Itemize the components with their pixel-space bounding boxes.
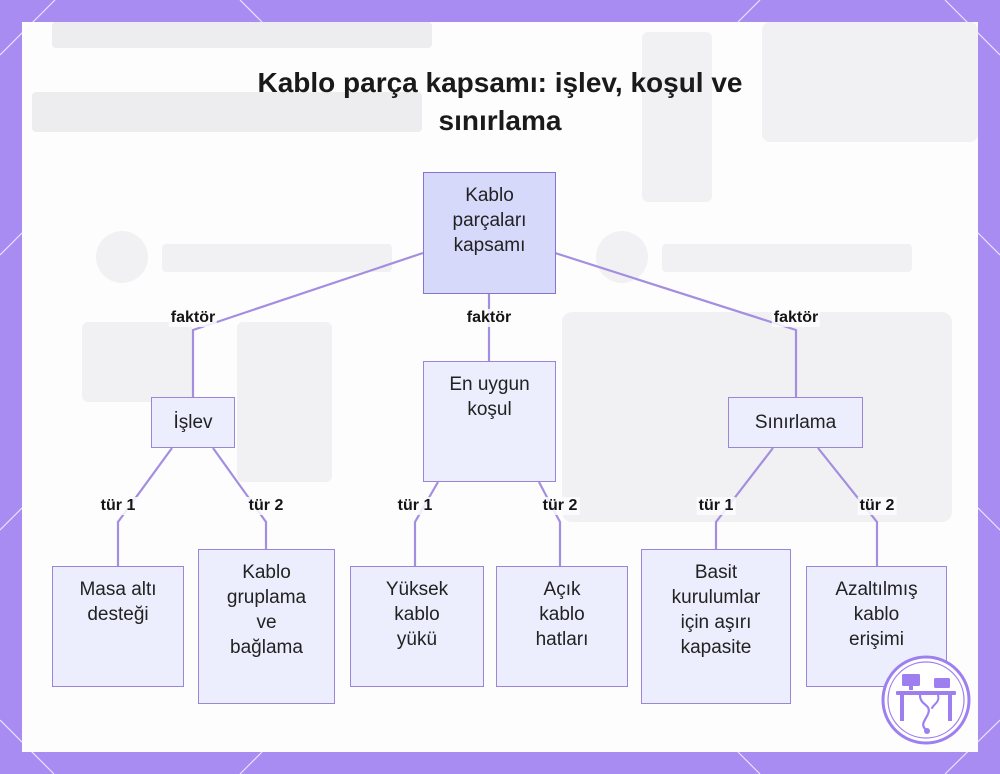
- edge-label-tur-1: tür 1: [99, 497, 138, 515]
- node-acik: Açık kablo hatları: [496, 566, 628, 687]
- node-sinirlama: Sınırlama: [728, 397, 863, 448]
- edge-root-sinirlama: [555, 253, 796, 397]
- node-kosul: En uygun koşul: [423, 361, 556, 482]
- edge-label-faktor: faktör: [465, 309, 513, 327]
- node-root-line: parçaları: [453, 208, 527, 233]
- edge-label-tur-1: tür 1: [396, 497, 435, 515]
- node-masa: Masa altı desteği: [52, 566, 184, 687]
- node-acik-line: hatları: [536, 627, 589, 652]
- node-gruplama-line: gruplama: [227, 585, 306, 610]
- node-root: Kablo parçaları kapsamı: [423, 172, 556, 294]
- node-azaltilmis-line: erişimi: [835, 627, 917, 652]
- node-basit-line: kurulumlar: [672, 585, 761, 610]
- node-gruplama: Kablo gruplama ve bağlama: [198, 549, 335, 704]
- edge-label-faktor: faktör: [772, 309, 820, 327]
- node-azaltilmis-line: Azaltılmış: [835, 577, 917, 602]
- node-azaltilmis-line: kablo: [835, 602, 917, 627]
- edge-label-tur-2: tür 2: [247, 497, 286, 515]
- edge-label-tur-1: tür 1: [697, 497, 736, 515]
- edge-label-faktor: faktör: [169, 309, 217, 327]
- desk-cable-logo-icon: [880, 654, 972, 746]
- node-masa-line: Masa altı: [79, 577, 156, 602]
- node-islev-line: İşlev: [173, 410, 212, 435]
- node-yuksek-line: kablo: [386, 602, 448, 627]
- node-islev: İşlev: [151, 397, 235, 448]
- edge-kosul-yuksek: [415, 482, 438, 566]
- node-acik-line: kablo: [536, 602, 589, 627]
- node-basit-line: kapasite: [672, 635, 761, 660]
- edge-root-islev: [193, 253, 423, 397]
- node-sinirlama-line: Sınırlama: [755, 410, 836, 435]
- node-root-line: Kablo: [453, 183, 527, 208]
- node-yuksek-line: yükü: [386, 627, 448, 652]
- node-basit-line: Basit: [672, 560, 761, 585]
- node-yuksek-line: Yüksek: [386, 577, 448, 602]
- node-gruplama-line: ve: [227, 610, 306, 635]
- node-basit-line: için aşırı: [672, 610, 761, 635]
- edge-kosul-acik: [539, 482, 560, 566]
- node-yuksek: Yüksek kablo yükü: [350, 566, 484, 687]
- node-acik-line: Açık: [536, 577, 589, 602]
- node-gruplama-line: bağlama: [227, 635, 306, 660]
- node-basit: Basit kurulumlar için aşırı kapasite: [641, 549, 791, 704]
- edge-label-tur-2: tür 2: [541, 497, 580, 515]
- node-gruplama-line: Kablo: [227, 560, 306, 585]
- edge-label-tur-2: tür 2: [858, 497, 897, 515]
- node-masa-line: desteği: [79, 602, 156, 627]
- node-kosul-line: koşul: [449, 397, 529, 422]
- node-kosul-line: En uygun: [449, 372, 529, 397]
- node-root-line: kapsamı: [453, 233, 527, 258]
